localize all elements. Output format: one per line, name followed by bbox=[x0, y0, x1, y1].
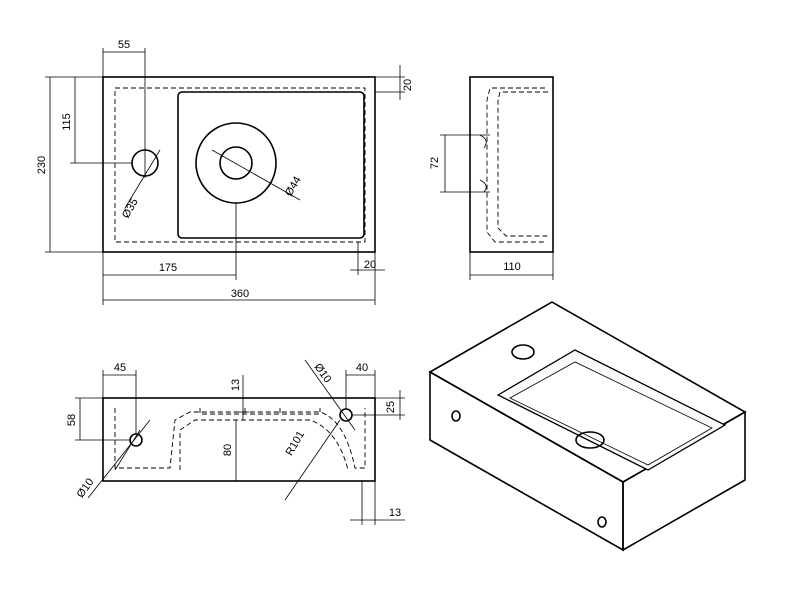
dim-110: 110 bbox=[503, 261, 521, 273]
iso-drain bbox=[575, 431, 605, 449]
dim-d35: Ø35 bbox=[120, 196, 141, 220]
tap-leader bbox=[124, 149, 161, 209]
dim-r101: R101 bbox=[284, 429, 308, 458]
dim-72: 72 bbox=[429, 157, 441, 169]
dim-20-top: 20 bbox=[402, 79, 414, 91]
isometric-view bbox=[428, 301, 747, 552]
section-outline bbox=[102, 397, 376, 482]
dim-25: 25 bbox=[385, 401, 397, 413]
iso-front-hole bbox=[597, 516, 607, 528]
basin-opening bbox=[177, 91, 365, 239]
dim-20-bottom: 20 bbox=[364, 259, 376, 271]
section-hole-right bbox=[339, 408, 353, 422]
dim-40: 40 bbox=[356, 362, 368, 374]
drain-inner bbox=[219, 146, 253, 180]
top-view-hidden-rim bbox=[114, 87, 366, 243]
dim-230: 230 bbox=[36, 156, 48, 174]
dim-d10-left: Ø10 bbox=[75, 476, 97, 500]
top-view-outline bbox=[102, 76, 376, 253]
drain-leader bbox=[211, 149, 301, 201]
side-view-outline bbox=[469, 76, 554, 253]
dim-80: 80 bbox=[222, 444, 234, 456]
dim-58: 58 bbox=[66, 414, 78, 426]
section-view: 45 58 13 Ø10 40 25 80 R101 Ø10 13 bbox=[66, 359, 405, 525]
dim-360: 360 bbox=[231, 288, 249, 300]
dim-d44: Ø44 bbox=[283, 174, 304, 198]
dim-55: 55 bbox=[118, 39, 130, 51]
drain-outer bbox=[195, 122, 277, 204]
dim-45: 45 bbox=[114, 362, 126, 374]
iso-tap-hole bbox=[511, 344, 535, 360]
dim-13-bottom: 13 bbox=[389, 507, 401, 519]
top-view: 55 115 230 20 Ø35 Ø44 175 20 360 bbox=[36, 39, 414, 305]
dim-115: 115 bbox=[61, 113, 73, 131]
dim-175: 175 bbox=[159, 262, 177, 274]
iso-left-face bbox=[429, 370, 624, 552]
iso-basin-inner bbox=[509, 361, 713, 466]
dim-13-top: 13 bbox=[230, 379, 242, 391]
iso-side-hole bbox=[451, 410, 461, 422]
side-view: 72 110 bbox=[429, 76, 554, 280]
